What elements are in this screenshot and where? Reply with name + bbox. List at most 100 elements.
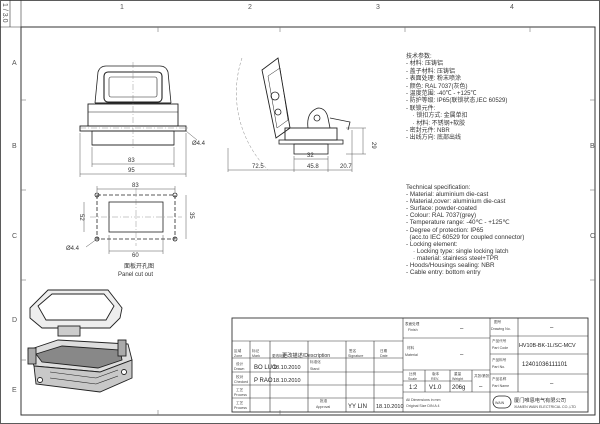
- tb-part-code-en: Part Code: [492, 346, 508, 350]
- tb-drawn-en: Drawn: [234, 367, 244, 371]
- specs-en-line: - Surface: powder-coated: [406, 205, 477, 213]
- specs-en-line: (acc.to IEC 60529 for coupled connector): [406, 233, 525, 241]
- side-dimensions: [227, 127, 366, 172]
- tb-stand-cn: 标准化: [310, 359, 321, 364]
- tb-part-name-en: Part Name: [492, 384, 509, 388]
- specs-cn-line: - 表面处理: 粉末喷涂: [406, 76, 461, 83]
- specs-en-title: Technical specification:: [406, 184, 471, 191]
- zone-side-e: E: [12, 387, 17, 394]
- tb-date-en: Date: [380, 354, 388, 358]
- dim-side-29: 29: [370, 142, 376, 149]
- specs-cn-line: - 温度范围: -40℃ - +125℃: [406, 91, 477, 98]
- tb-scale-val: 1:2: [409, 385, 418, 391]
- specs-en-line: - Degree of protection: IP65: [406, 226, 484, 234]
- specs-en-line: - Colour: RAL 7037(grey): [406, 212, 477, 220]
- tb-part-name-cn: 产品名称: [492, 376, 507, 381]
- tb-sign-en: Signature: [348, 354, 363, 358]
- tb-sign-cn: 签名: [349, 348, 357, 353]
- tb-drawn-date: 18.10.2010: [273, 365, 301, 371]
- dim-cutout-52: 52: [78, 214, 84, 221]
- product-isometric: [27, 289, 133, 393]
- specs-cn-line: - 防护等级: IP65(联锁状态,IEC 60529): [406, 98, 508, 105]
- tb-company-cn: 厦门唯恩电气有限公司: [514, 396, 566, 404]
- tb-checked-date: 18.10.2010: [273, 378, 301, 384]
- tb-drawing-no-cn: 图号: [494, 319, 502, 324]
- tb-finish-val: –: [460, 326, 464, 332]
- specs-en: Technical specification: - Material: alu…: [406, 184, 524, 276]
- specs-en-line: · material: stainless steel+TPR: [406, 254, 499, 262]
- zone-top-1: 1: [120, 4, 124, 11]
- tb-scale-cn: 比例: [409, 371, 417, 376]
- tb-stand-en: Stand: [310, 367, 319, 371]
- tb-sheets-cn: 共张/第张: [474, 373, 490, 378]
- tb-material-en: Material: [405, 353, 418, 357]
- dim-side-20-7: 20.7: [340, 164, 352, 170]
- tb-mark-cn: 标记: [252, 348, 260, 353]
- tb-mark-en: Mark: [252, 354, 260, 358]
- tb-rev-en: REV.: [431, 377, 439, 381]
- dim-front-83: 83: [128, 158, 135, 164]
- zone-side-c: C: [12, 233, 17, 240]
- dim-side-45-8: 45.8: [307, 164, 319, 170]
- specs-cn-line: · 锁扣方式: 金属单扣: [406, 113, 468, 120]
- dim-cutout-hole: Ø4.4: [66, 246, 80, 252]
- cutout-centerlines: [90, 188, 182, 246]
- tb-zone-cn: 区域: [234, 348, 242, 353]
- specs-cn-line: - 出线方向: 底部出线: [406, 135, 461, 142]
- tb-weight-en: Weight: [452, 377, 463, 381]
- tb-company-en: XIAMEN WAIN ELECTRICAL CO.,LTD: [514, 405, 576, 409]
- tb-part-no-val: 12401036111101: [522, 362, 568, 368]
- tb-date-cn: 日期: [380, 348, 388, 353]
- dim-front-hole: Ø4.4: [192, 141, 206, 147]
- front-view-centerlines: [80, 62, 190, 150]
- specs-cn-title: 技术参数:: [406, 54, 432, 60]
- tb-sheets-val: –: [479, 384, 483, 390]
- zone-markers-top: 1 2 3 4: [120, 4, 514, 11]
- tb-drawn-name: BO LUO: [254, 365, 277, 371]
- tb-part-no-en: Part No.: [492, 365, 505, 369]
- tb-checked-name: P RAO: [254, 378, 273, 384]
- title-block-grid: [231, 317, 589, 413]
- zone-side-c-right: C: [590, 233, 595, 240]
- tb-drawing-no-val: –: [550, 325, 554, 331]
- tb-part-no-cn: 产品料号: [492, 357, 507, 362]
- zone-side-d: D: [12, 317, 17, 324]
- zone-top-3: 3: [376, 4, 380, 11]
- revision-tab: 1 / 3.0: [1, 3, 8, 23]
- specs-cn-line: - 密封元件: NBR: [406, 128, 450, 135]
- tb-drawing-no-en: Drawing No.: [491, 327, 511, 331]
- cutout-caption-cn: 面板开孔图: [124, 262, 154, 270]
- tb-part-code-val: HV10B-BK-1L/SC-MCV: [519, 343, 576, 349]
- tb-approval-cn: 批准: [320, 398, 328, 403]
- tb-finish-en: Finish: [408, 328, 418, 332]
- specs-en-line: - Locking element:: [406, 240, 458, 248]
- tb-zone-en: Zone: [234, 354, 242, 358]
- front-dimensions: [79, 130, 198, 177]
- tb-checked-cn: 校对: [236, 374, 244, 379]
- tb-material-val: –: [460, 352, 464, 358]
- tb-approval-en: Approval: [316, 405, 330, 409]
- tb-scale-en: Scale: [408, 377, 417, 381]
- dim-side-32: 32: [307, 153, 314, 159]
- tb-process-en: Process: [234, 393, 247, 397]
- zone-top-2: 2: [248, 4, 252, 11]
- tb-rev-cn: 版本: [432, 371, 440, 376]
- cutout-caption-en: Panel cut out: [118, 272, 153, 278]
- specs-en-line: - Temperature range: -40℃ - +125℃: [406, 219, 510, 227]
- tb-note-size: Original Size DIN A 4: [406, 404, 440, 408]
- tb-note-dimensions: All Dimensions in mm: [406, 398, 441, 402]
- tb-weight-cn: 重量: [454, 371, 462, 376]
- zone-top-4: 4: [510, 4, 514, 11]
- dim-front-95: 95: [128, 168, 135, 174]
- tb-approval-name: YY LIN: [348, 404, 367, 410]
- specs-en-line: · Locking type: single locking latch: [406, 247, 509, 255]
- tb-work-cn: 更改标记: [272, 353, 287, 358]
- tb-part-name-val: –: [550, 381, 554, 387]
- zone-ticks: [21, 27, 595, 415]
- specs-cn-line: · 材料: 不锈钢+软胶: [406, 120, 466, 127]
- dim-side-72-5: 72.5: [252, 164, 264, 170]
- dim-cutout-83: 83: [132, 183, 139, 189]
- specs-cn-line: - 颜色: RAL 7037(灰色): [406, 83, 468, 90]
- specs-cn-line: - 盖子材料: 压铸铝: [406, 68, 455, 75]
